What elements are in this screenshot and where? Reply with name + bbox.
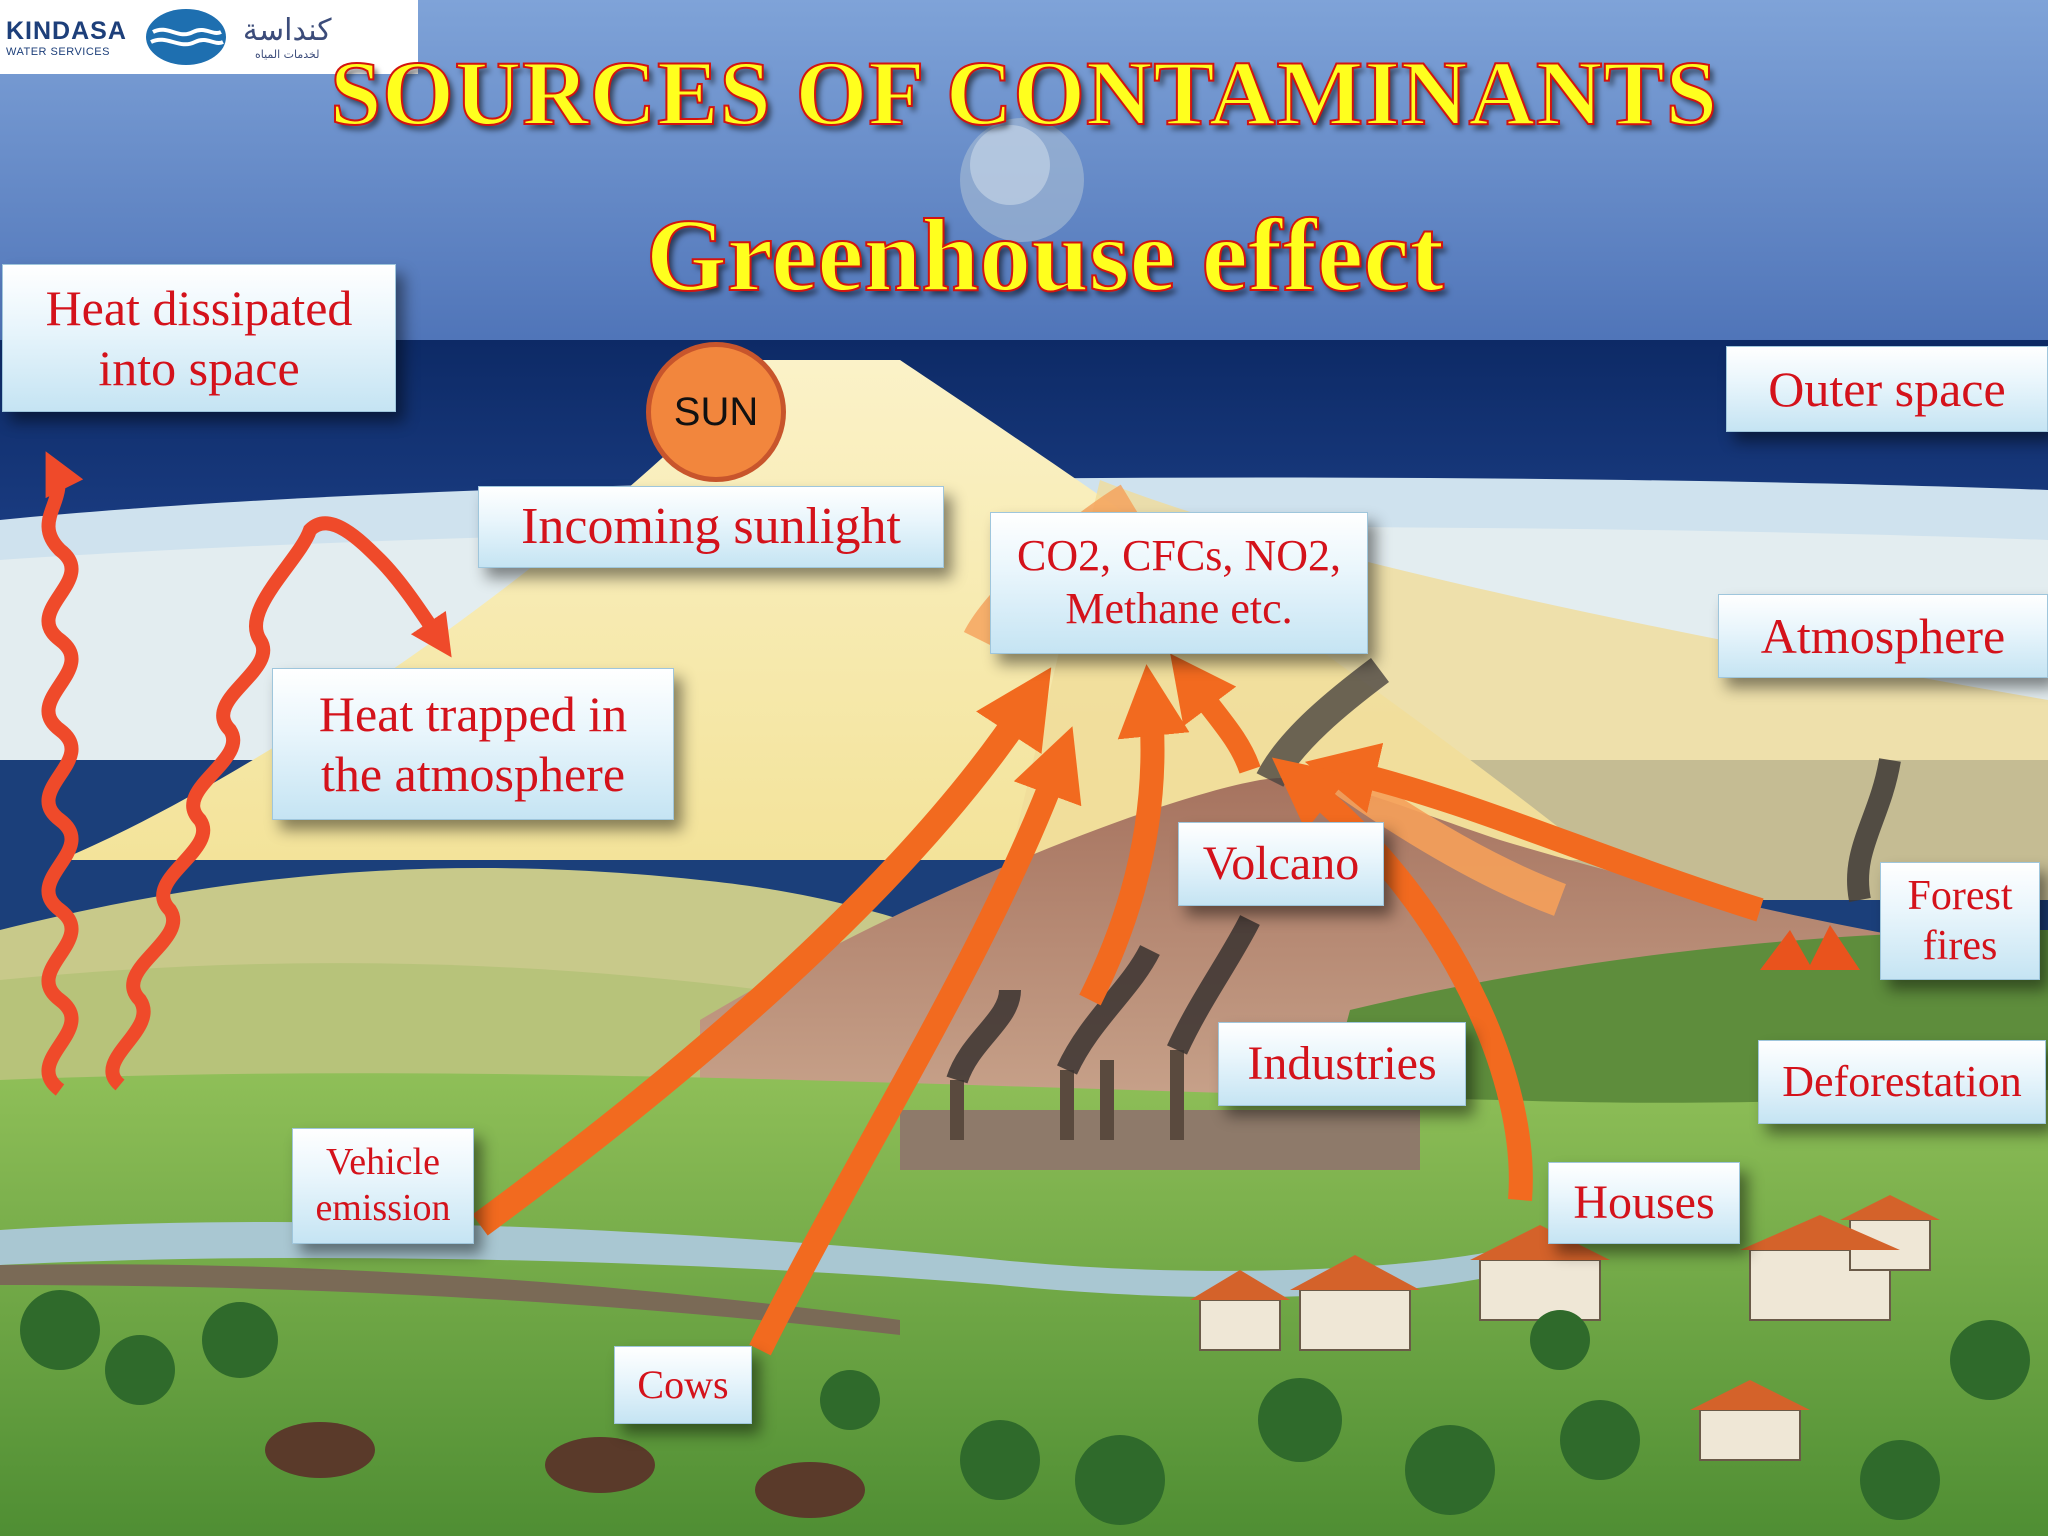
label-forest-fires: Forest fires xyxy=(1880,862,2040,980)
logo-sub-en: WATER SERVICES xyxy=(6,45,110,58)
slide-subtitle: Greenhouse effect xyxy=(645,197,1445,314)
label-volcano: Volcano xyxy=(1178,822,1384,906)
label-outer-space: Outer space xyxy=(1726,346,2048,432)
label-vehicle-emission: Vehicle emission xyxy=(292,1128,474,1244)
label-industries: Industries xyxy=(1218,1022,1466,1106)
label-heat-dissipated: Heat dissipated into space xyxy=(2,264,396,412)
label-deforestation: Deforestation xyxy=(1758,1040,2046,1124)
logo-sub-ar: لخدمات المياه xyxy=(254,48,320,61)
label-houses: Houses xyxy=(1548,1162,1740,1244)
logo-english: KINDASA WATER SERVICES xyxy=(6,17,127,58)
slide-title: SOURCES OF CONTAMINANTS xyxy=(329,41,1718,145)
kindasa-logo: KINDASA WATER SERVICES كنداسة لخدمات الم… xyxy=(0,0,418,74)
label-greenhouse-gases: CO2, CFCs, NO2, Methane etc. xyxy=(990,512,1368,654)
sun-icon: SUN xyxy=(646,342,786,482)
logo-arabic: كنداسة لخدمات المياه xyxy=(243,13,332,61)
label-cows: Cows xyxy=(614,1346,752,1424)
label-incoming-sunlight: Incoming sunlight xyxy=(478,486,944,568)
logo-name-ar: كنداسة xyxy=(242,13,332,48)
label-atmosphere: Atmosphere xyxy=(1718,594,2048,678)
logo-name-en: KINDASA xyxy=(6,16,127,45)
water-drop-icon xyxy=(145,9,226,65)
label-heat-trapped: Heat trapped in the atmosphere xyxy=(272,668,674,820)
